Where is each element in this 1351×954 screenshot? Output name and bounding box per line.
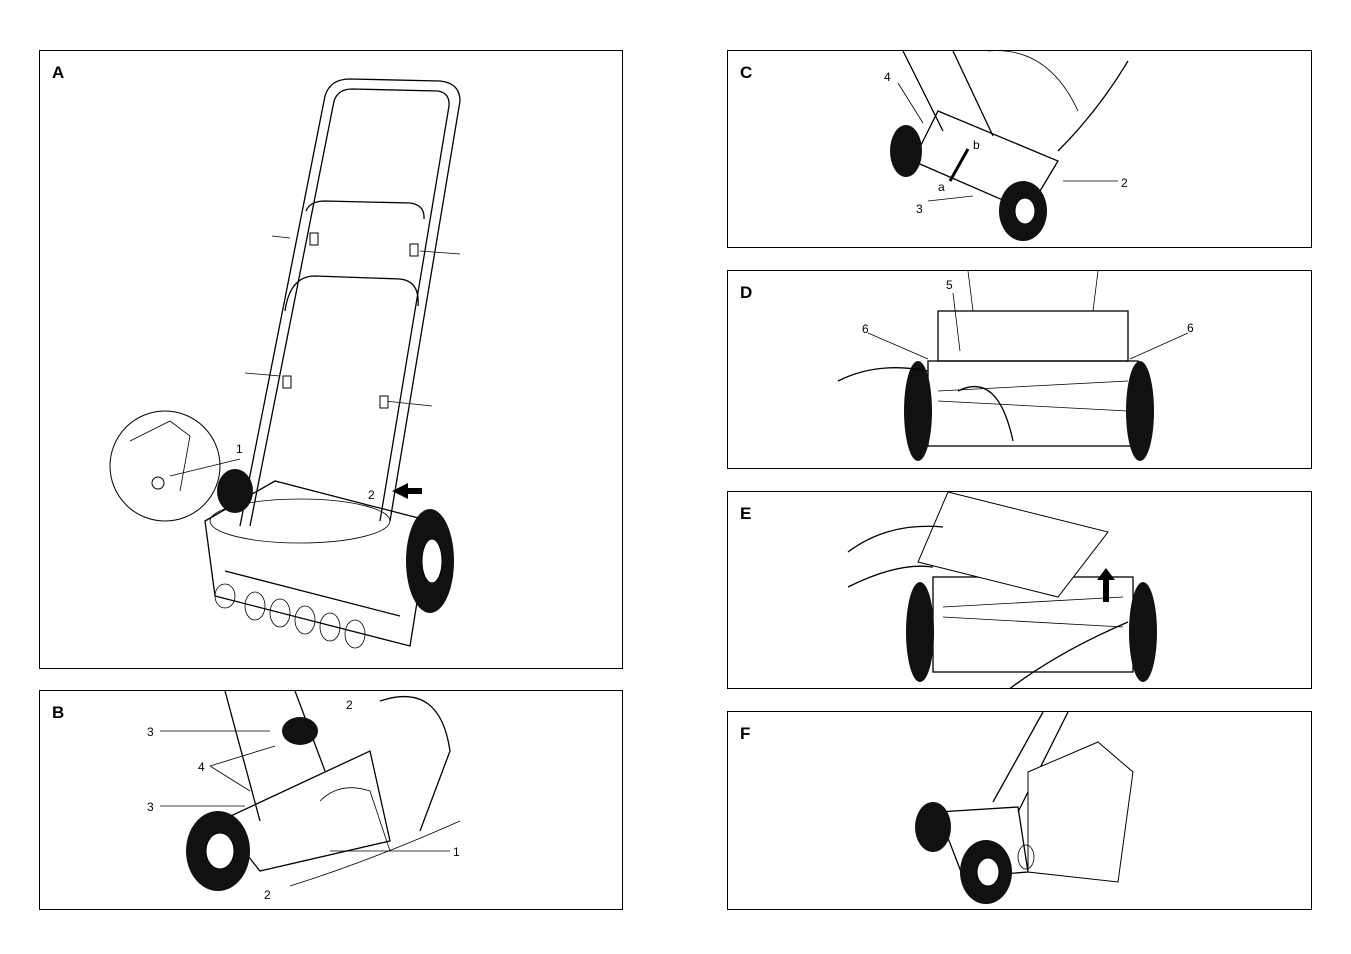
figure-panel-a: A 1 2 [39, 50, 623, 669]
callout-a-1: 1 [236, 442, 243, 456]
callout-c-b: b [973, 138, 980, 152]
callout-d-6-right: 6 [1187, 321, 1194, 335]
figure-panel-c: C 4 b a 3 2 [727, 50, 1312, 248]
callout-a-2: 2 [368, 488, 375, 502]
figure-panel-b: B 3 4 3 2 1 2 [39, 690, 623, 910]
callout-d-6-left: 6 [862, 322, 869, 336]
callout-c-a: a [938, 180, 945, 194]
callout-d-5: 5 [946, 278, 953, 292]
grass-box-illustration [728, 712, 1312, 910]
callout-b-1: 1 [453, 845, 460, 859]
mower-assembly-illustration: 1 2 [40, 51, 623, 669]
figure-panel-d: D 5 6 6 [727, 270, 1312, 469]
figure-panel-f: F [727, 711, 1312, 910]
arrow-up-icon [1097, 568, 1115, 602]
blade-height-illustration: 4 b a 3 2 [728, 51, 1312, 248]
callout-b-2-bottom: 2 [264, 888, 271, 902]
cutter-adjustment-illustration: 5 6 6 [728, 271, 1312, 469]
callout-c-2: 2 [1121, 176, 1128, 190]
mower-adjustment-illustration: 3 4 3 2 1 2 [40, 691, 623, 910]
callout-c-4: 4 [884, 70, 891, 84]
paper-test-illustration [728, 492, 1312, 689]
callout-b-2-top: 2 [346, 698, 353, 712]
callout-b-3-top: 3 [147, 725, 154, 739]
callout-c-3: 3 [916, 202, 923, 216]
callout-b-3-bottom: 3 [147, 800, 154, 814]
figure-panel-e: E [727, 491, 1312, 689]
callout-b-4: 4 [198, 760, 205, 774]
